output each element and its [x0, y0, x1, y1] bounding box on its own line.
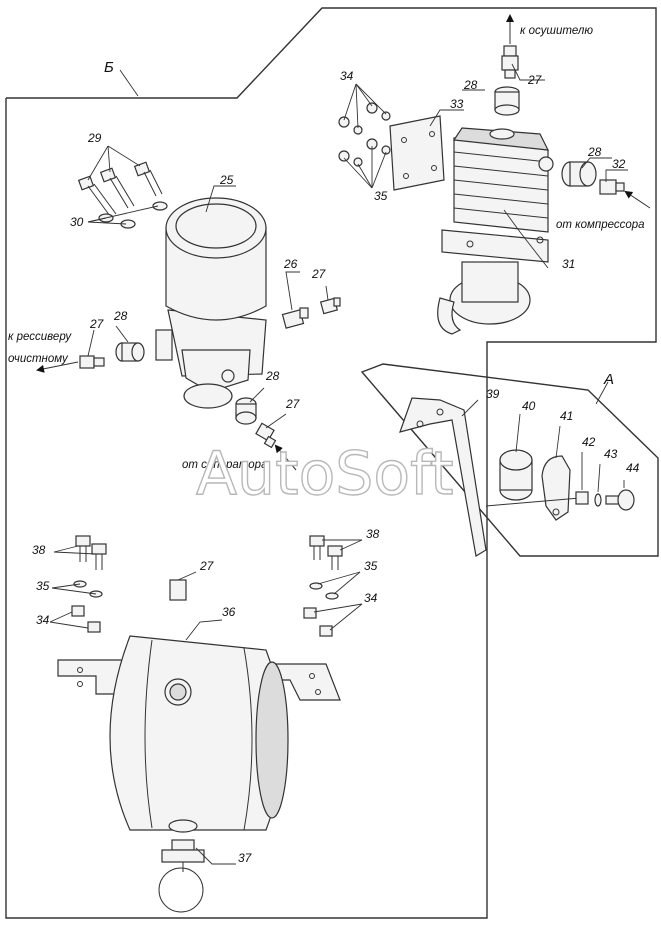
nut-28-left	[115, 342, 145, 362]
callout-27-left: 27	[89, 317, 105, 331]
callout-27-tank: 27	[199, 559, 215, 573]
bolts-38-right	[309, 535, 343, 570]
fitting-32	[599, 179, 625, 195]
callout-34-top: 34	[340, 69, 354, 83]
fitting-27-top	[501, 45, 519, 79]
nuts-34-left	[71, 605, 101, 633]
callout-35-top: 35	[374, 189, 388, 203]
nut-28-bottom	[235, 397, 257, 425]
from-separator-arrow	[274, 444, 297, 471]
callout-35-left: 35	[36, 579, 50, 593]
view-a-frame	[360, 363, 659, 557]
callout-31: 31	[562, 257, 575, 271]
fitting-27-mid	[319, 297, 341, 315]
bracket-39	[399, 397, 487, 557]
callout-34-left: 34	[36, 613, 50, 627]
callout-40: 40	[522, 399, 536, 413]
callout-28-bottom: 28	[265, 369, 280, 383]
drain-valve-37	[158, 839, 205, 913]
view-b-frame	[5, 7, 657, 919]
fitting-26	[281, 307, 309, 329]
callout-43: 43	[604, 447, 618, 461]
watermark: AutoSoft	[196, 439, 454, 509]
nut-28-top	[494, 86, 520, 116]
view-label-a: А	[603, 371, 614, 388]
view-label-b: Б	[104, 59, 114, 76]
callout-34-right: 34	[364, 591, 378, 605]
bolts-38-left	[75, 535, 107, 570]
to-receiver-arrow	[36, 361, 79, 373]
callout-33: 33	[450, 97, 464, 111]
callout-28-right: 28	[587, 145, 602, 159]
callout-42: 42	[582, 435, 596, 449]
callout-38-left: 38	[32, 543, 46, 557]
callout-30: 30	[70, 215, 84, 229]
flow-label-to-receiver-1: к рессиверу	[8, 331, 72, 343]
washers-35-right	[309, 582, 339, 600]
filter-housing	[155, 197, 267, 409]
callout-26: 26	[283, 257, 298, 271]
callout-35-right: 35	[364, 559, 378, 573]
receiver-tank	[109, 635, 289, 833]
fitting-27-left	[79, 355, 105, 369]
callout-32: 32	[612, 157, 626, 171]
nut-28-right	[561, 161, 597, 187]
flow-label-from-compressor: от компрессора	[556, 219, 645, 231]
callout-37: 37	[238, 851, 253, 865]
callout-28-top: 28	[463, 78, 478, 92]
fitting-27-bottom	[255, 422, 277, 449]
flow-label-to-dryer: к осушителю	[520, 25, 593, 37]
callout-41: 41	[560, 409, 573, 423]
leader-lines	[49, 63, 628, 865]
callout-29: 29	[87, 131, 102, 145]
nut-42	[575, 491, 589, 505]
bushing-40	[499, 449, 533, 501]
nuts-34-right	[303, 607, 333, 637]
callout-38-right: 38	[366, 527, 380, 541]
callout-36: 36	[222, 605, 236, 619]
callout-28-left: 28	[113, 309, 128, 323]
from-compressor-arrow	[624, 190, 651, 209]
callout-27-mid: 27	[311, 267, 327, 281]
flow-label-to-receiver-2: очистному	[8, 353, 69, 365]
callout-27-top: 27	[527, 73, 543, 87]
compressor-head	[437, 127, 554, 335]
callout-44: 44	[626, 461, 640, 475]
plug-27-tank	[169, 579, 187, 601]
flow-label-from-separator: от сепаратора	[182, 459, 267, 471]
callout-25: 25	[219, 173, 234, 187]
callout-27-bottom: 27	[285, 397, 301, 411]
bolts-29	[77, 161, 163, 217]
bolt-44	[605, 489, 635, 511]
callout-numbers: 27 28 28 32 33 34 35 31 29 30 25 26 27 2…	[32, 69, 640, 865]
washer-43	[594, 493, 602, 507]
nuts-34-35-top	[338, 102, 391, 167]
washers-30	[98, 201, 168, 229]
washers-35-left	[73, 580, 103, 598]
callout-39: 39	[486, 387, 500, 401]
clamp-41	[541, 455, 571, 521]
plate-33	[389, 115, 445, 191]
